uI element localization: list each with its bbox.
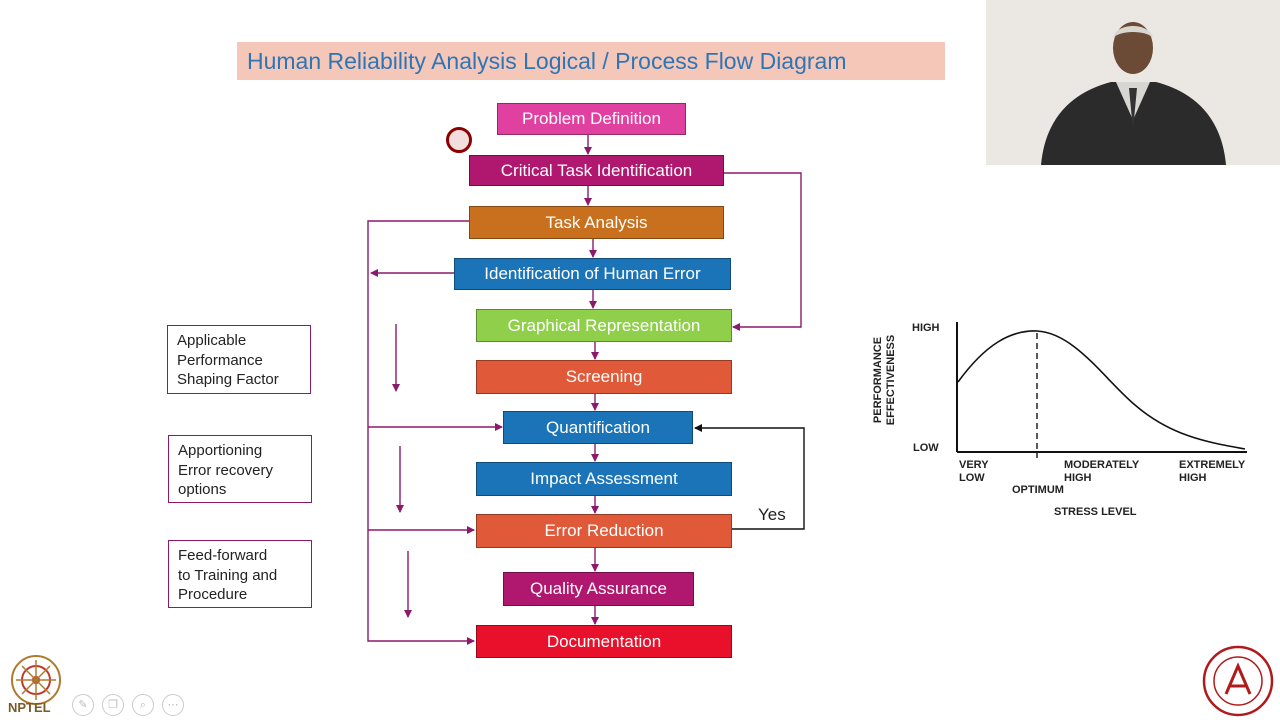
zoom-icon[interactable]: ⌕ [132,694,154,716]
step-graphical-representation: Graphical Representation [476,309,732,342]
performance-curve [957,330,1246,450]
nptel-logo-icon [11,655,61,705]
y-axis-label-line: EFFECTIVENESS [885,334,897,426]
graph-x-optimum-label: OPTIMUM [1012,484,1064,496]
step-label: Identification of Human Error [484,264,701,283]
step-label: Graphical Representation [507,315,701,335]
nptel-text: NPTEL [8,700,51,715]
step-quality-assurance: Quality Assurance [503,572,694,606]
step-label: Critical Task Identification [500,160,693,180]
step-screening: Screening [476,360,732,394]
note-error-recovery: Apportioning Error recovery options [168,435,312,503]
x-label-line: MODERATELY [1064,459,1140,471]
presenter-figure [986,0,1280,165]
graph-x-extremely-high-label: EXTREMELY HIGH [1179,459,1245,485]
step-label: Impact Assessment [530,469,678,488]
note-line: Procedure [178,586,248,603]
yes-label: Yes [758,505,786,524]
stress-performance-graph [956,322,1247,458]
graph-y-low-label: LOW [913,442,939,454]
graph-x-very-low-label: VERY LOW [959,459,989,485]
step-quantification: Quantification [503,411,693,444]
x-label-line: VERY [959,459,989,471]
step-identification-of-human-error: Identification of Human Error [454,258,731,290]
step-documentation: Documentation [476,625,732,658]
note-line: Applicable [177,332,247,349]
pen-icon[interactable]: ✎ [72,694,94,716]
graph-x-axis-label: STRESS LEVEL [1054,506,1137,518]
note-feed-forward: Feed-forward to Training and Procedure [168,540,312,608]
slide-title: Human Reliability Analysis Logical / Pro… [237,42,945,80]
note-line: Shaping Factor [177,371,279,388]
step-error-reduction: Error Reduction [476,514,732,548]
step-problem-definition: Problem Definition [497,103,686,135]
slide-toolbar: ✎ ❐ ⌕ ⋯ [72,694,184,716]
institute-seal-icon [1202,645,1274,717]
step-label: Problem Definition [522,109,661,128]
note-line: Apportioning [178,442,263,459]
x-label-line: HIGH [1064,472,1092,484]
loop-critical-to-graphical [724,172,802,331]
y-axis-label-line: PERFORMANCE [872,336,884,424]
note-line: to Training and [178,566,278,584]
yes-loop [694,424,805,530]
step-label: Error Reduction [544,521,664,540]
x-label-line: HIGH [1179,472,1207,484]
step-impact-assessment: Impact Assessment [476,462,732,496]
presenter-video [986,0,1280,165]
step-label: Documentation [546,631,662,651]
pointer-highlight [446,127,472,153]
graph-x-moderately-high-label: MODERATELY HIGH [1064,459,1139,485]
step-task-analysis: Task Analysis [469,206,724,239]
note-line: Feed-forward [178,547,268,564]
step-label: Screening [565,367,643,386]
note-line: Error recovery [178,461,274,479]
x-label-line: EXTREMELY [1179,459,1246,471]
note-line: Performance [177,351,263,369]
copy-icon[interactable]: ❐ [102,694,124,716]
step-label: Task Analysis [545,212,648,232]
graph-y-axis-label: PERFORMANCE EFFECTIVENESS [872,330,898,430]
graph-y-high-label: HIGH [912,322,940,334]
step-label: Quality Assurance [529,579,667,598]
loop-task-analysis-left [367,220,475,645]
note-line: options [178,481,227,498]
note-performance-shaping-factor: Applicable Performance Shaping Factor [167,325,311,394]
step-label: Quantification [546,417,650,437]
x-label-line: LOW [959,472,985,484]
more-icon[interactable]: ⋯ [162,694,184,716]
step-critical-task-identification: Critical Task Identification [469,155,724,186]
